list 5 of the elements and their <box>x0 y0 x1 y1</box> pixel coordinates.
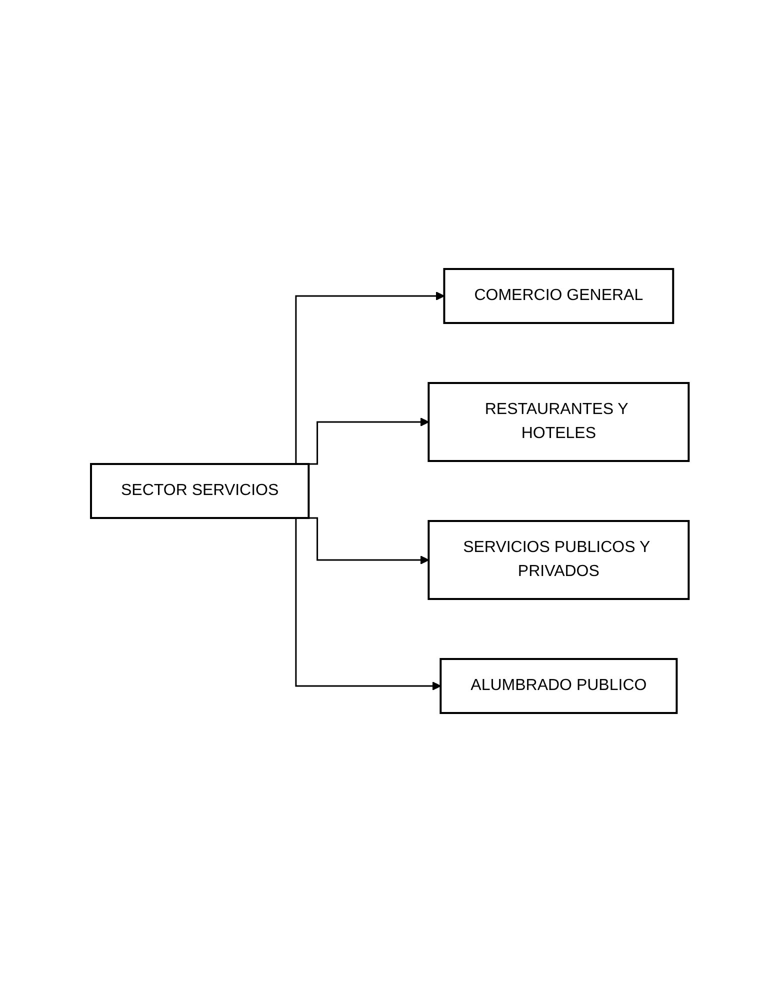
node-box: SERVICIOS PUBLICOS Y PRIVADOS <box>427 520 690 600</box>
node-box: COMERCIO GENERAL <box>442 268 674 324</box>
node-box: RESTAURANTES Y HOTELES <box>427 382 690 462</box>
node-box: ALUMBRADO PUBLICO <box>439 658 678 714</box>
node-box: SECTOR SERVICIOS <box>90 462 310 518</box>
